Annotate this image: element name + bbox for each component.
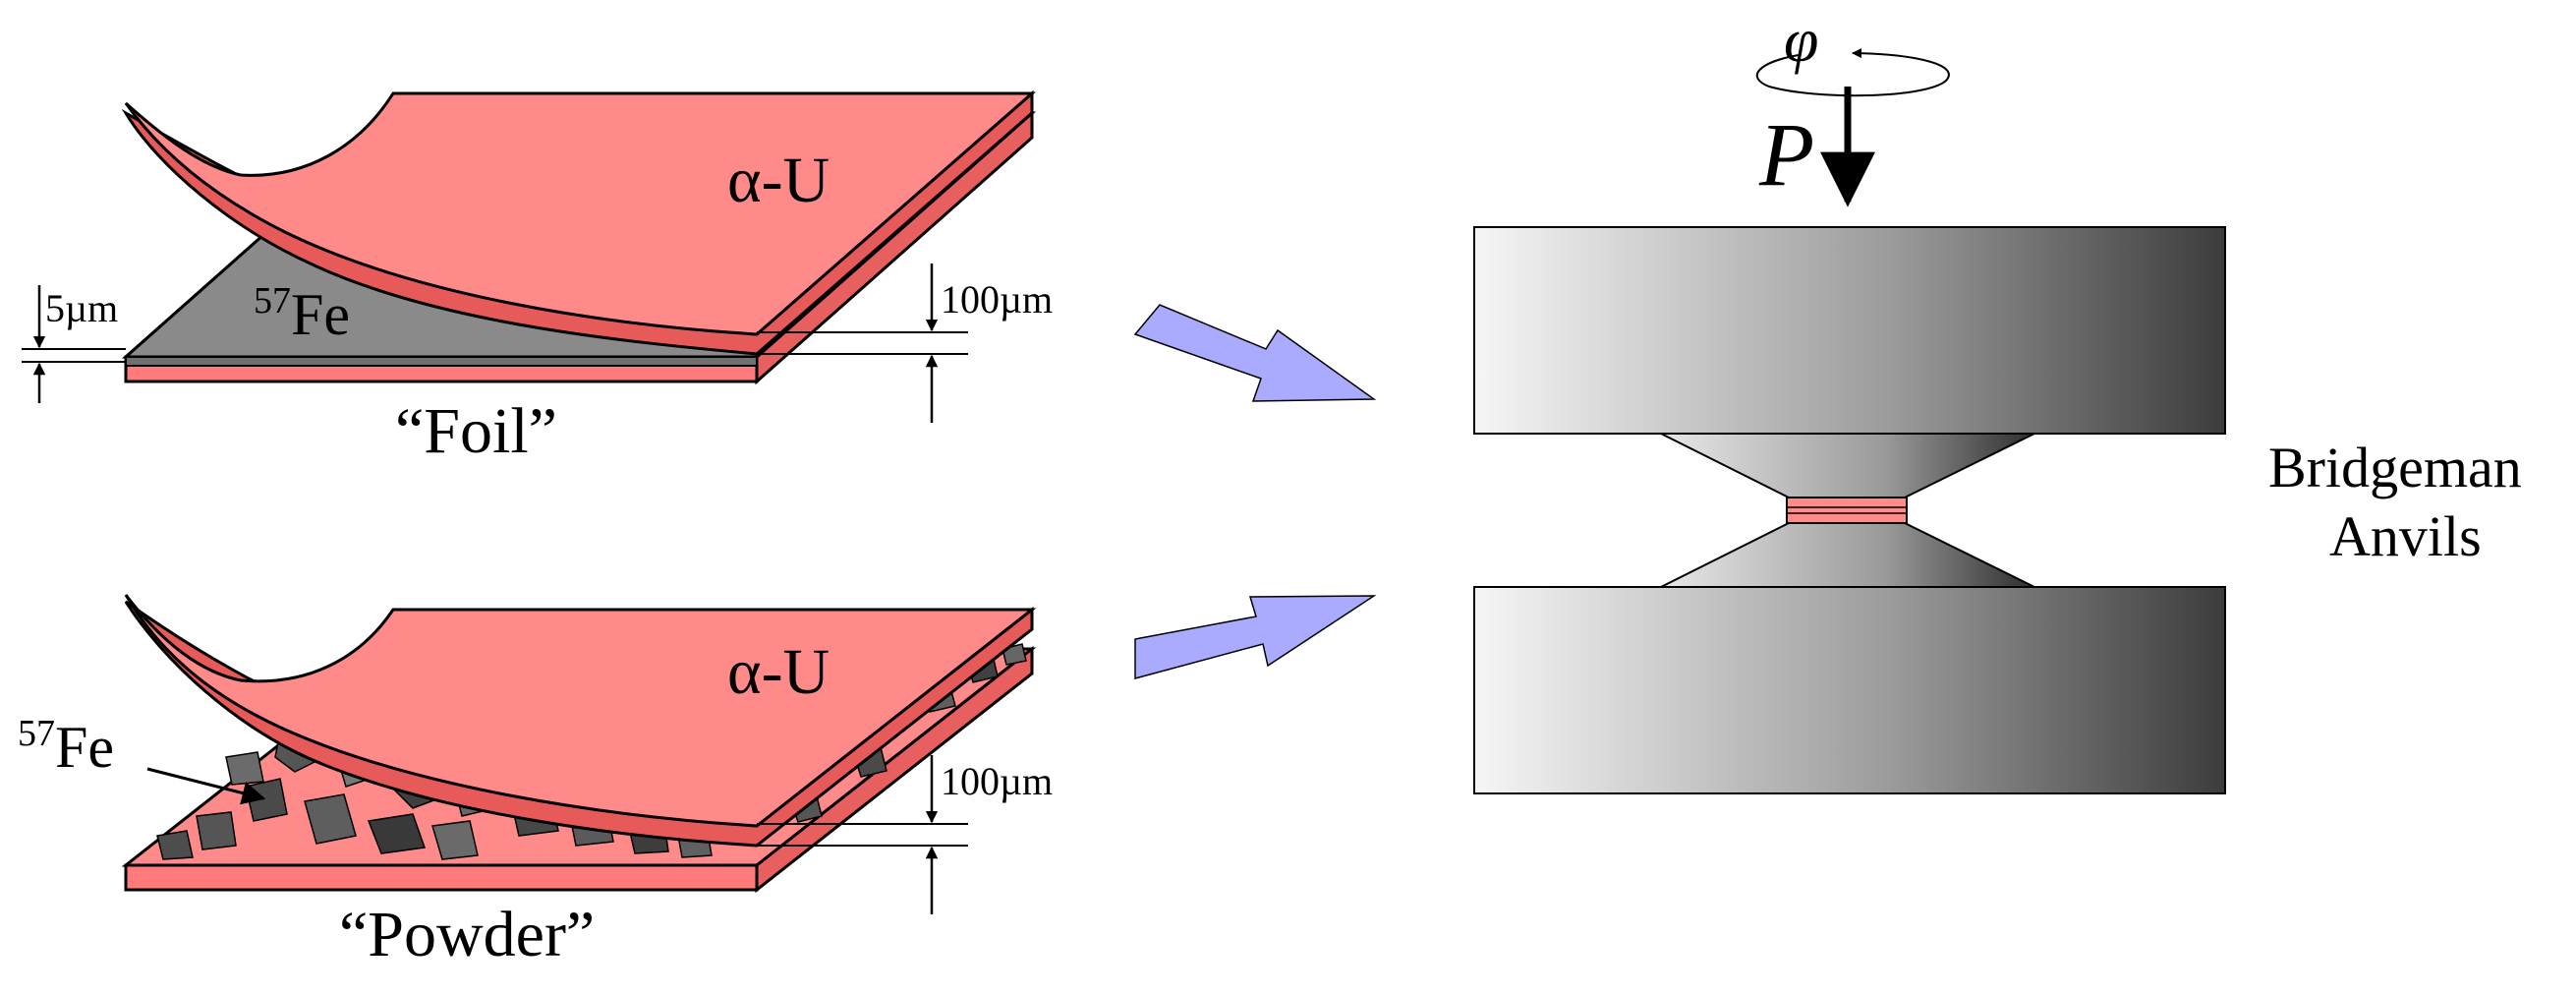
rotation-arrow-icon <box>1755 48 1950 97</box>
powder-alpha-u-label: α-U <box>727 636 830 708</box>
bridgeman-anvils <box>1473 226 2226 794</box>
powder-fe-pointer <box>146 767 266 805</box>
anvil-sample-stack <box>1786 497 1908 524</box>
lower-anvil-tip <box>1660 522 2035 588</box>
foil-alpha-u-label: α-U <box>727 145 830 216</box>
powder-to-anvil-arrow <box>1134 595 1377 679</box>
powder-panel: α-U 57Fe 100µm “Powder” <box>18 594 1053 970</box>
powder-fe-mass: 57 <box>18 713 55 754</box>
foil-to-anvil-arrow <box>1133 304 1377 402</box>
foil-100um-label: 100µm <box>941 277 1053 322</box>
foil-caption: “Foil” <box>395 395 557 467</box>
foil-top-u-plate <box>121 89 1036 356</box>
lower-anvil-block <box>1473 586 2226 794</box>
powder-fe-symbol: Fe <box>55 715 114 780</box>
foil-fe-symbol: Fe <box>291 282 350 347</box>
foil-fe-label: 57Fe <box>254 280 350 347</box>
powder-top-u-plate <box>124 594 1037 848</box>
anvils-label-line2: Anvils <box>2329 504 2482 568</box>
anvils-label-line1: Bridgeman <box>2268 436 2522 499</box>
foil-fe-mass: 57 <box>254 280 291 322</box>
powder-100um-label: 100µm <box>941 759 1053 803</box>
foil-100um-dimension <box>757 264 968 423</box>
foil-panel: α-U 57Fe 5µm 100µm “Foil” <box>22 89 1053 467</box>
powder-caption: “Powder” <box>339 899 595 970</box>
pressure-p-label: P <box>1758 104 1814 205</box>
powder-100um-dimension <box>757 755 968 914</box>
rotation-indicator <box>1755 48 1950 97</box>
foil-5um-dimension <box>22 285 126 403</box>
powder-fe-label: 57Fe <box>18 713 114 780</box>
upper-anvil-block <box>1473 226 2226 435</box>
upper-anvil-tip <box>1660 433 2035 498</box>
foil-5um-label: 5µm <box>45 286 118 330</box>
rotation-phi-label: φ <box>1784 5 1818 75</box>
